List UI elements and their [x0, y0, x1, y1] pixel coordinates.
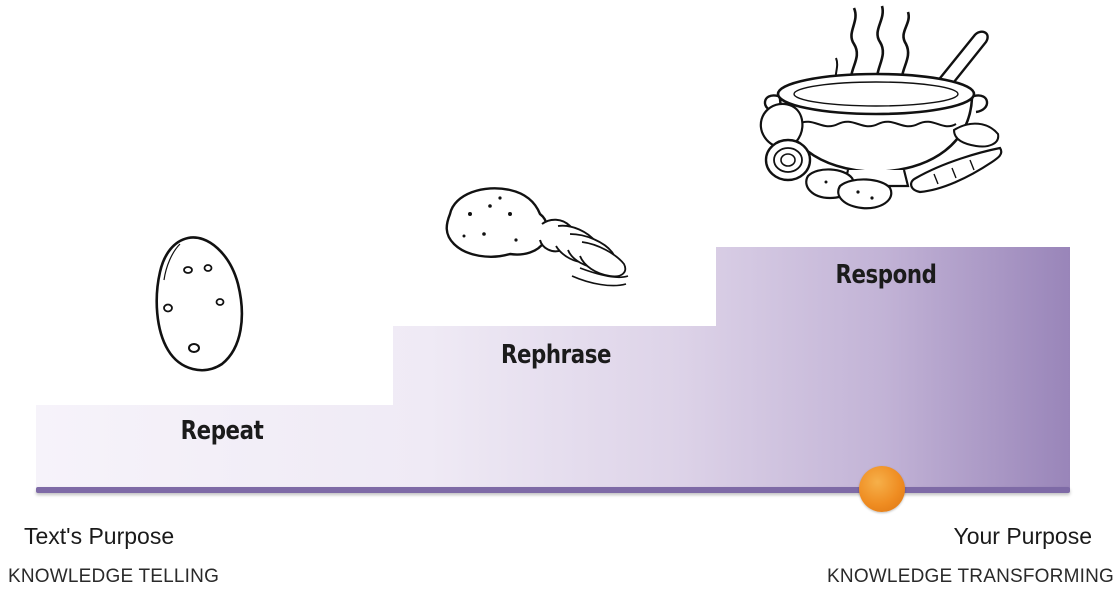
right-axis-sublabel: KNOWLEDGE TRANSFORMING — [827, 566, 1114, 588]
progress-axis — [36, 487, 1070, 493]
step-label-repeat: Repeat — [173, 416, 271, 446]
step-label-rephrase: Rephrase — [499, 340, 614, 370]
right-axis-label: Your Purpose — [953, 523, 1092, 550]
left-axis-label: Text's Purpose — [24, 523, 174, 550]
position-marker — [859, 466, 905, 512]
sliced-potato-illustration — [440, 184, 640, 294]
whole-potato-illustration — [150, 232, 250, 374]
step-label-respond: Respond — [829, 260, 944, 290]
left-axis-sublabel: KNOWLEDGE TELLING — [8, 566, 219, 588]
soup-pot-illustration — [748, 2, 1008, 220]
